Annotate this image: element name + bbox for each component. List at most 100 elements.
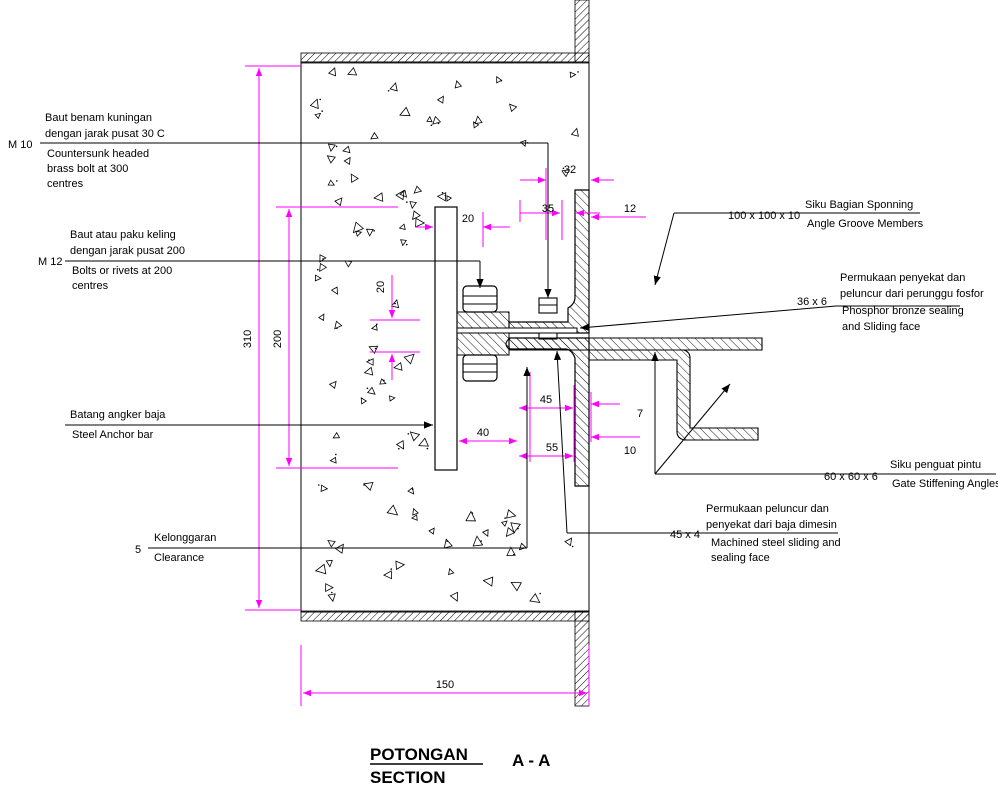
- aggregate-mark: [395, 560, 406, 571]
- aggregate-mark: [446, 195, 453, 202]
- aggregate-mark: [320, 484, 329, 493]
- steel-anchor-bar: [434, 206, 458, 471]
- aggregate-mark: [506, 546, 516, 556]
- aggregate-dot: [335, 145, 338, 148]
- aggregate-mark: [329, 456, 337, 464]
- dim-32: 32: [564, 164, 576, 176]
- label-countersunk-3: centres: [47, 178, 84, 190]
- label-steel-anchor: Steel Anchor bar: [72, 429, 154, 441]
- aggregate-mark: [409, 431, 421, 442]
- aggregate-mark: [386, 504, 399, 516]
- aggregate-mark: [400, 239, 408, 247]
- aggregate-mark: [326, 155, 336, 164]
- aggregate-mark: [412, 507, 419, 516]
- aggregate-dot: [368, 359, 370, 361]
- aggregate-mark: [449, 591, 458, 602]
- phosphor-bronze-strip: [456, 327, 578, 334]
- aggregate-mark: [505, 526, 516, 537]
- dim-200: 200: [272, 330, 284, 348]
- dim-55: 55: [546, 442, 558, 454]
- section-title: POTONGAN SECTION A - A: [370, 745, 550, 787]
- aggregate-mark: [510, 522, 522, 534]
- label-countersunk-2: brass bolt at 300: [47, 163, 128, 175]
- aggregate-mark: [410, 514, 418, 521]
- aggregate-mark: [561, 169, 571, 178]
- aggregate-mark: [332, 431, 341, 439]
- aggregate-mark: [506, 509, 517, 519]
- aggregate-dot: [394, 302, 396, 305]
- aggregate-dot: [571, 545, 574, 548]
- aggregate-dot: [335, 453, 337, 456]
- label-countersunk-1: Countersunk headed: [47, 148, 149, 160]
- aggregate-mark: [418, 437, 430, 447]
- label-mach-en-1: Machined steel sliding and: [711, 537, 841, 549]
- aggregate-mark: [328, 67, 337, 77]
- aggregate-dot: [383, 379, 385, 382]
- aggregate-mark: [500, 520, 508, 527]
- aggregate-mark: [379, 378, 387, 385]
- aggregate-dot: [363, 484, 365, 486]
- dim-10: 10: [624, 445, 636, 457]
- aggregate-dot: [318, 484, 320, 486]
- label-phos-id-2: peluncur dari perunggu fosfor: [840, 288, 984, 300]
- bolt-m12: [462, 285, 498, 382]
- aggregate-mark: [389, 395, 396, 402]
- aggregate-dot: [504, 517, 506, 519]
- aggregate-mark: [407, 486, 415, 495]
- dim-45: 45: [540, 394, 552, 406]
- aggregate-mark: [365, 358, 374, 366]
- label-siku-en: Angle Groove Members: [807, 218, 924, 230]
- label-phos-size: 36 x 6: [797, 296, 827, 308]
- aggregate-mark: [443, 538, 453, 549]
- aggregate-dot: [376, 323, 378, 326]
- aggregate-mark: [334, 543, 344, 554]
- label-baut-paku-1: Baut atau paku keling: [70, 229, 176, 241]
- gate-stiffening-angle: [588, 349, 759, 441]
- label-bolts-2: centres: [72, 280, 109, 292]
- aggregate-mark: [564, 537, 573, 547]
- label-phos-id-1: Permukaan penyekat dan: [840, 272, 965, 284]
- aggregate-dot: [411, 488, 414, 491]
- aggregate-mark: [482, 576, 494, 587]
- aggregate-mark: [389, 82, 398, 92]
- aggregate-dot: [444, 194, 447, 197]
- label-clearance: Clearance: [154, 552, 204, 564]
- aggregate-mark: [496, 75, 503, 84]
- aggregate-mark: [393, 361, 403, 371]
- aggregate-mark: [448, 567, 455, 576]
- aggregate-mark: [314, 563, 327, 575]
- aggregate-mark: [569, 71, 577, 79]
- aggregate-mark: [570, 127, 579, 137]
- aggregate-dot: [539, 592, 541, 595]
- dim-40: 40: [477, 427, 489, 439]
- aggregate-mark: [395, 440, 405, 450]
- dim-7: 7: [637, 408, 643, 420]
- aggregate-mark: [412, 210, 421, 221]
- dim-310: 310: [242, 330, 254, 348]
- aggregate-dot: [437, 122, 440, 125]
- aggregate-mark: [352, 221, 365, 234]
- title-section: SECTION: [370, 768, 446, 787]
- aggregate-mark: [415, 217, 426, 228]
- aggregate-dot: [336, 180, 338, 182]
- aggregate-mark: [474, 115, 483, 124]
- aggregate-dot: [471, 512, 474, 514]
- aggregate-mark: [325, 583, 334, 592]
- aggregate-mark: [510, 581, 522, 592]
- aggregate-mark: [327, 179, 336, 186]
- aggregate-mark: [472, 535, 484, 547]
- label-gate-en: Gate Stiffening Angles: [892, 478, 998, 490]
- aggregate-dot: [387, 90, 390, 92]
- label-m12: M 12: [38, 256, 62, 268]
- aggregate-dot: [317, 268, 319, 271]
- aggregate-mark: [355, 230, 363, 237]
- aggregate-dot: [517, 527, 519, 530]
- aggregate-mark: [328, 380, 337, 390]
- aggregate-mark: [314, 274, 322, 282]
- aggregate-mark: [330, 286, 338, 295]
- dim-12: 12: [624, 203, 636, 215]
- dim-35: 35: [542, 203, 554, 215]
- aggregate-mark: [465, 510, 477, 522]
- aggregate-dot: [562, 167, 565, 170]
